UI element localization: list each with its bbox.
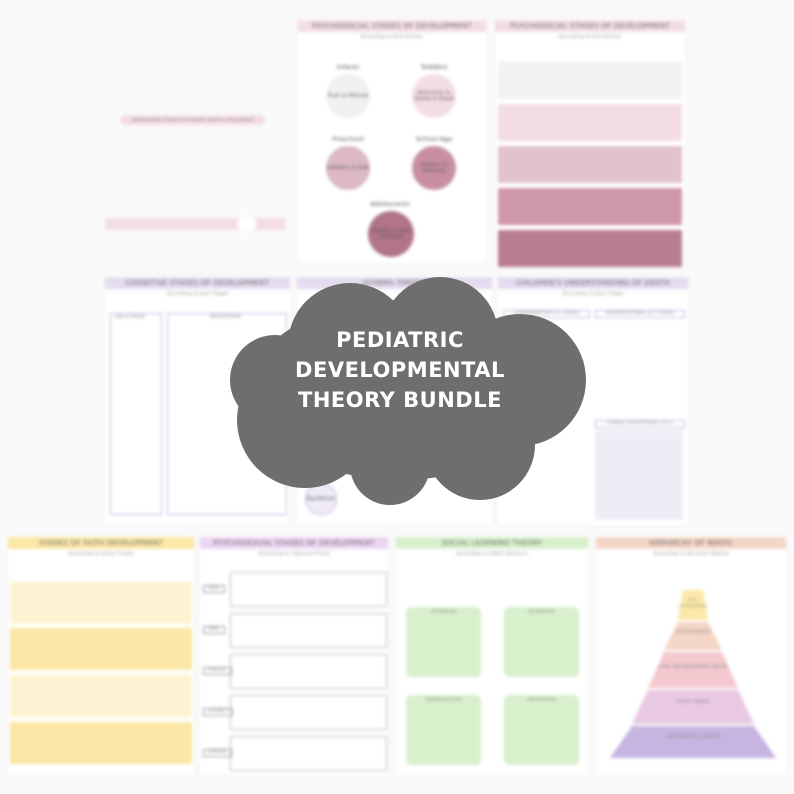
pyramid-level-1	[678, 590, 708, 620]
p3-header: PSYCHOSOCIAL STAGES OF DEVELOPMENT	[495, 20, 685, 32]
p4-sub: According to Jean Piaget	[166, 291, 229, 297]
maslow-level-1: SELF-ACTUALIZATION	[679, 598, 707, 608]
maslow-level-2: ESTEEM NEEDS	[675, 630, 711, 635]
stage-name-toddlers: Toddlers	[420, 63, 448, 71]
title-label-pill: UNDERSTANDING THEORIES OF PEDIATRIC GROW…	[120, 115, 265, 125]
stage-name-infants: Infants	[336, 63, 360, 71]
stage-circle-infants: Trust vs Mistrust	[326, 74, 370, 118]
p7-row-3	[10, 675, 192, 717]
page-social-learning: SOCIAL LEARNING THEORY According to Albe…	[396, 535, 588, 775]
p5-equilibrium-text: Equilibrium	[306, 496, 336, 502]
p3-row-1	[498, 62, 682, 99]
pyramid-level-5	[610, 726, 776, 758]
p8-row-3	[230, 654, 387, 689]
p3-row-3	[498, 146, 682, 183]
p8-sub: According to Sigmund Freud	[258, 551, 330, 557]
p7-header: STAGES OF FAITH DEVELOPMENT	[8, 537, 194, 549]
p6-panel	[595, 430, 683, 520]
p7-row-2	[10, 628, 192, 670]
p9-box-reproduction-label: REPRODUCTION	[425, 698, 462, 703]
p7-sub: According to James Fowler	[67, 551, 135, 557]
bundle-title-line-1: PEDIATRIC	[336, 328, 464, 352]
p5-equilibrium: Equilibrium	[305, 483, 337, 515]
stage-text-school-age: Industry vs Inferiority	[420, 162, 448, 174]
page-title-card: UNDERSTANDING THEORIES OF PEDIATRIC GROW…	[105, 20, 290, 260]
stage-text-adolescents: Identity vs Role Confusion	[371, 228, 411, 240]
stage-circle-school-age: Industry vs Inferiority	[412, 146, 456, 190]
p8-stage-genital: GENITAL	[203, 749, 233, 757]
page-freud-psychosexual: PSYCHOSEXUAL STAGES OF DEVELOPMENT Accor…	[200, 535, 388, 775]
p6-tag2: PREOPERATIONAL (2-7 YEARS)	[595, 310, 685, 318]
page-erikson-table: PSYCHOSOCIAL STAGES OF DEVELOPMENT Accor…	[495, 18, 685, 268]
p9-box-attention-label: ATTENTION	[430, 610, 457, 615]
page-erikson-circles: PSYCHOSOCIAL STAGES OF DEVELOPMENT Accor…	[298, 18, 486, 263]
stage-text-infants: Trust vs Mistrust	[327, 93, 369, 99]
maslow-pyramid	[610, 590, 776, 758]
title-logo	[237, 216, 257, 232]
p3-row-4	[498, 188, 682, 225]
p8-stage-phallic: PHALLIC	[203, 667, 232, 675]
p10-header: HIERARCHY OF NEEDS	[596, 537, 786, 549]
bundle-title-line-3: THEORY BUNDLE	[298, 388, 502, 412]
pyramid-level-4	[632, 690, 754, 724]
p6-sub: According to Jean Piaget	[562, 291, 624, 297]
p4-col-age	[110, 313, 162, 515]
p9-box-motivation-label: MOTIVATION	[527, 698, 556, 703]
stage-text-preschool: Initiative vs Guilt	[326, 165, 370, 171]
p4-col2-label: DESCRIPTION	[210, 315, 241, 320]
stage-circle-adolescents: Identity vs Role Confusion	[368, 211, 414, 257]
pyramid-level-3	[648, 652, 738, 688]
p4-col1-label: AGE & STAGE	[115, 315, 146, 320]
p9-box-retention-label: RETENTION	[528, 610, 555, 615]
p9-box-retention: RETENTION	[504, 607, 579, 677]
maslow-level-3: LOVE AND BELONGING NEEDS	[658, 665, 728, 670]
p8-stage-oral: ORAL	[203, 585, 226, 593]
p2-sub: According to Erik Erikson	[360, 34, 424, 40]
p3-row-2	[498, 104, 682, 141]
maslow-level-4: SAFETY NEEDS	[676, 700, 710, 705]
p9-box-motivation: MOTIVATION	[504, 695, 579, 765]
p7-row-1	[10, 582, 192, 624]
p2-header: PSYCHOSOCIAL STAGES OF DEVELOPMENT	[298, 20, 486, 32]
p9-box-attention: ATTENTION	[406, 607, 481, 677]
pyramid-level-2	[664, 622, 722, 650]
p6-header: CHILDREN'S UNDERSTANDING OF DEATH	[498, 277, 688, 289]
p3-row-5	[498, 230, 682, 267]
bundle-title: PEDIATRIC DEVELOPMENTAL THEORY BUNDLE	[250, 325, 550, 415]
p8-row-5	[230, 736, 387, 771]
p9-header: SOCIAL LEARNING THEORY	[396, 537, 588, 549]
stage-name-adolescents: Adolescents	[370, 200, 410, 208]
p8-row-1	[230, 572, 387, 607]
p6-tag1: SENSORIMOTOR (0-2 YEARS)	[503, 310, 590, 318]
p10-sub: According to Abraham Maslow	[652, 551, 730, 557]
p9-box-reproduction: REPRODUCTION	[406, 695, 481, 765]
stage-circle-toddlers: Autonomy vs Shame & Doubt	[412, 74, 456, 118]
p3-sub: According to Erik Erikson	[558, 34, 622, 40]
p8-stage-latency: LATENCY	[203, 708, 234, 716]
stage-name-school-age: School-Age	[415, 135, 453, 143]
bundle-title-line-2: DEVELOPMENTAL	[295, 358, 505, 382]
p9-sub: According to Albert Bandura	[456, 551, 528, 557]
page-death-understanding: CHILDREN'S UNDERSTANDING OF DEATH Accord…	[498, 275, 688, 525]
stage-text-toddlers: Autonomy vs Shame & Doubt	[414, 90, 454, 102]
p7-row-4	[10, 722, 192, 764]
page-maslow-hierarchy: HIERARCHY OF NEEDS According to Abraham …	[596, 535, 786, 775]
page-faith-development: STAGES OF FAITH DEVELOPMENT According to…	[8, 535, 194, 775]
title-label-text: UNDERSTANDING THEORIES OF PEDIATRIC GROW…	[130, 118, 255, 122]
p8-row-4	[230, 695, 387, 730]
p6-tag3: FORMAL OPERATIONAL (12+)	[595, 420, 685, 428]
maslow-level-5: PHYSIOLOGICAL NEEDS	[666, 735, 720, 740]
p8-row-2	[230, 613, 387, 648]
stage-circle-preschool: Initiative vs Guilt	[326, 146, 370, 190]
p8-header: PSYCHOSEXUAL STAGES OF DEVELOPMENT	[200, 537, 388, 549]
p8-stage-anal: ANAL	[203, 626, 226, 634]
p4-header: COGNITIVE STAGES OF DEVELOPMENT	[105, 277, 290, 289]
stage-name-preschool: Preschool	[332, 135, 364, 143]
